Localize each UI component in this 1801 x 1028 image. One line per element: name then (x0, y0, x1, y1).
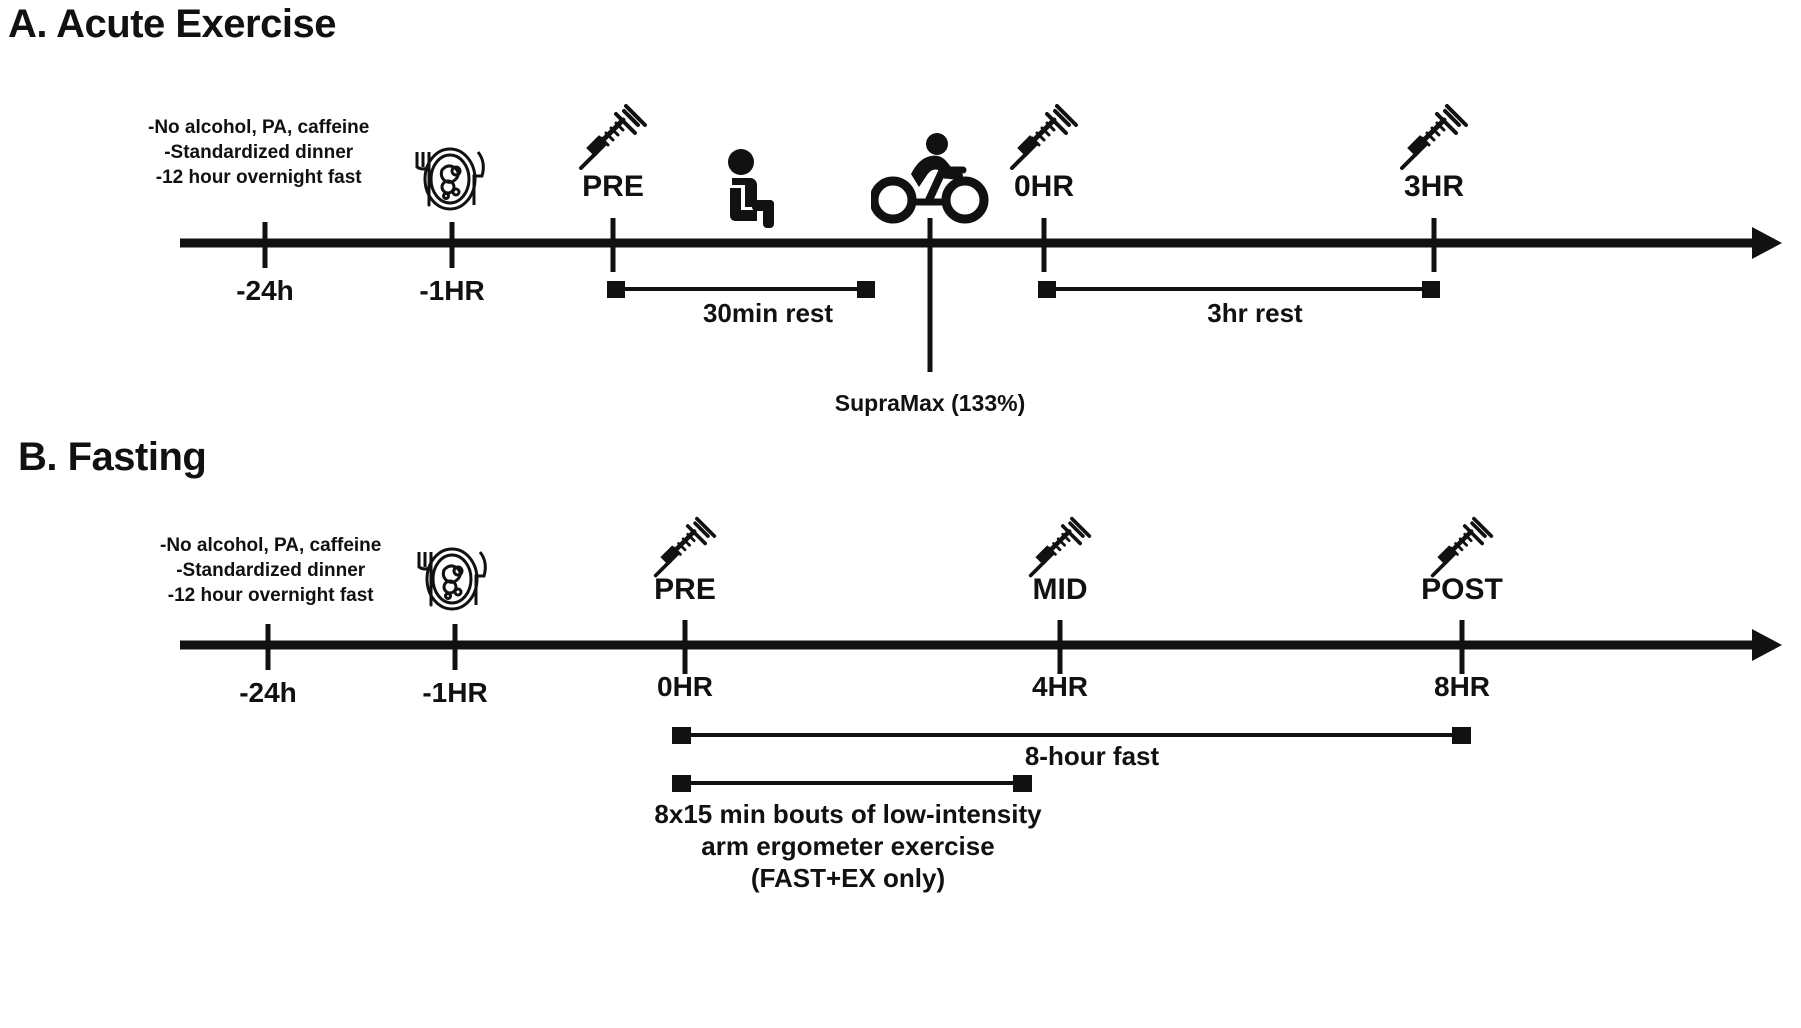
syringe-icon (1025, 515, 1095, 581)
marker-label-pre: PRE (582, 170, 644, 203)
panel-a-title: A. Acute Exercise (8, 2, 336, 46)
cyclist-icon (871, 130, 989, 226)
bracket-8-hour-fast (672, 727, 1471, 744)
bracket-3hr-rest (1038, 281, 1440, 298)
syringe-icon (1427, 515, 1497, 581)
bracket-label-line-1: 8x15 min bouts of low-intensity (654, 799, 1042, 829)
syringe-icon (575, 102, 651, 174)
tick-label-0hr: 0HR (656, 671, 714, 702)
axis-arrowhead (1752, 629, 1782, 661)
panel-b-title: B. Fasting (18, 435, 207, 479)
marker-label-3hr: 3HR (1403, 170, 1465, 203)
meal-plate-icon (404, 140, 496, 218)
panel-b-prep-note: -No alcohol, PA, caffeine -Standardized … (160, 533, 381, 608)
syringe-icon (650, 515, 720, 581)
tick-label--1hr: -1HR (419, 275, 485, 306)
prep-note-line-3: -12 hour overnight fast (167, 585, 374, 606)
bracket-label-line-3: (FAST+EX only) (750, 863, 946, 893)
bracket-label-8-hour-fast: 8-hour fast (1024, 741, 1160, 771)
panel-a-axis (180, 218, 1782, 372)
marker-label-post: POST (1421, 573, 1503, 606)
marker-label-mid: MID (1032, 573, 1088, 606)
bracket-label-arm-ergometer: 8x15 min bouts of low-intensity arm ergo… (654, 798, 1041, 894)
bracket-30min-rest (607, 281, 875, 298)
tick-label--24h: -24h (239, 677, 297, 708)
meal-plate-icon (406, 540, 498, 618)
tick-label--1hr: -1HR (422, 677, 488, 708)
marker-label-0hr: 0HR (1013, 170, 1075, 203)
tick-label--24h: -24h (236, 275, 294, 306)
seated-person-icon (718, 148, 782, 228)
prep-note-line-2: -Standardized dinner (176, 560, 366, 581)
bracket-label-30min-rest: 30min rest (702, 298, 834, 328)
marker-label-pre: PRE (654, 573, 716, 606)
prep-note-line-1: -No alcohol, PA, caffeine (160, 535, 382, 556)
axis-arrowhead (1752, 227, 1782, 259)
annotation-supramax: SupraMax (133%) (834, 390, 1026, 416)
tick-label-4hr: 4HR (1031, 671, 1089, 702)
bracket-label-line-2: arm ergometer exercise (701, 831, 995, 861)
syringe-icon (1396, 102, 1472, 174)
prep-note-line-2: -Standardized dinner (164, 142, 354, 163)
prep-note-line-3: -12 hour overnight fast (155, 167, 362, 188)
bracket-label-3hr-rest: 3hr rest (1207, 298, 1303, 328)
panel-a-prep-note: -No alcohol, PA, caffeine -Standardized … (148, 115, 369, 190)
tick-label-8hr: 8HR (1433, 671, 1491, 702)
syringe-icon (1006, 102, 1082, 174)
bracket-arm-ergometer (672, 775, 1032, 792)
prep-note-line-1: -No alcohol, PA, caffeine (148, 117, 370, 138)
